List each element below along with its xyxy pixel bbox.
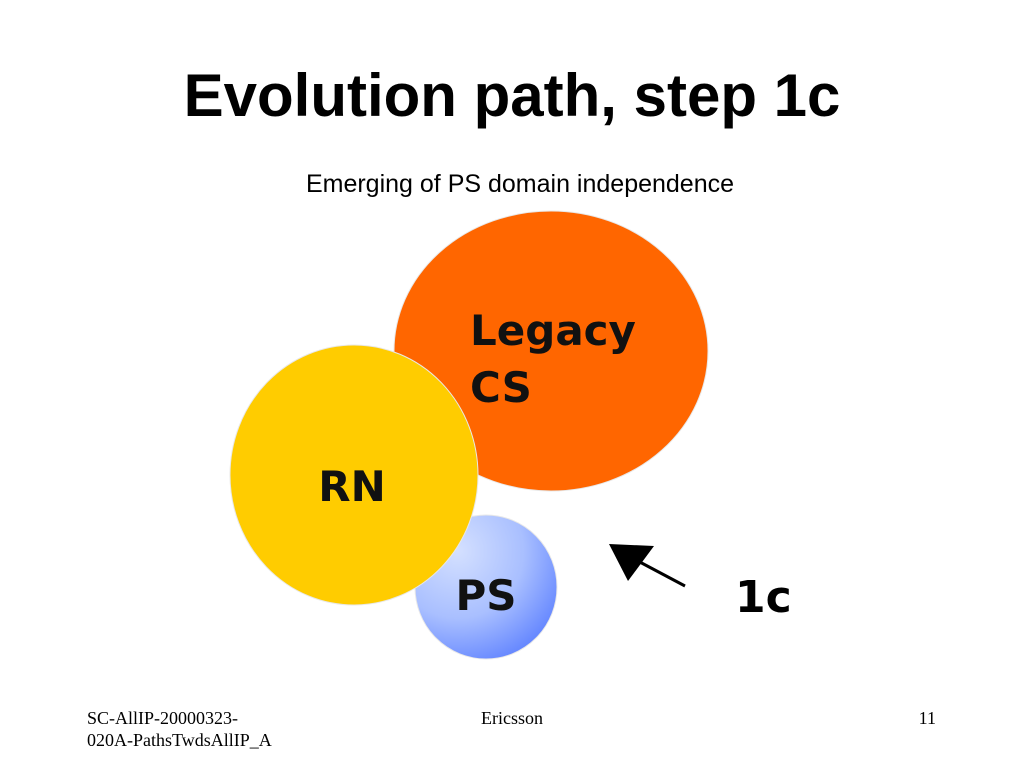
- legacy-cs-label-line2: CS: [470, 363, 532, 412]
- step-arrow: [609, 544, 686, 588]
- footer-page-number: 11: [918, 708, 936, 728]
- footer-company: Ericsson: [481, 708, 543, 728]
- slide-subtitle: Emerging of PS domain independence: [305, 170, 735, 198]
- ps-label: PS: [455, 571, 516, 620]
- rn-label: RN: [318, 462, 386, 511]
- footer-document-id: SC-AllIP-20000323-020A-PathsTwdsAllIP_A: [87, 708, 272, 750]
- arrow-label: 1c: [735, 572, 792, 623]
- legacy-cs-circle: [393, 210, 709, 492]
- slide-title: Evolution path, step 1c: [183, 62, 841, 129]
- legacy-cs-label-line1: Legacy: [470, 306, 636, 355]
- rn-circle: [229, 344, 479, 606]
